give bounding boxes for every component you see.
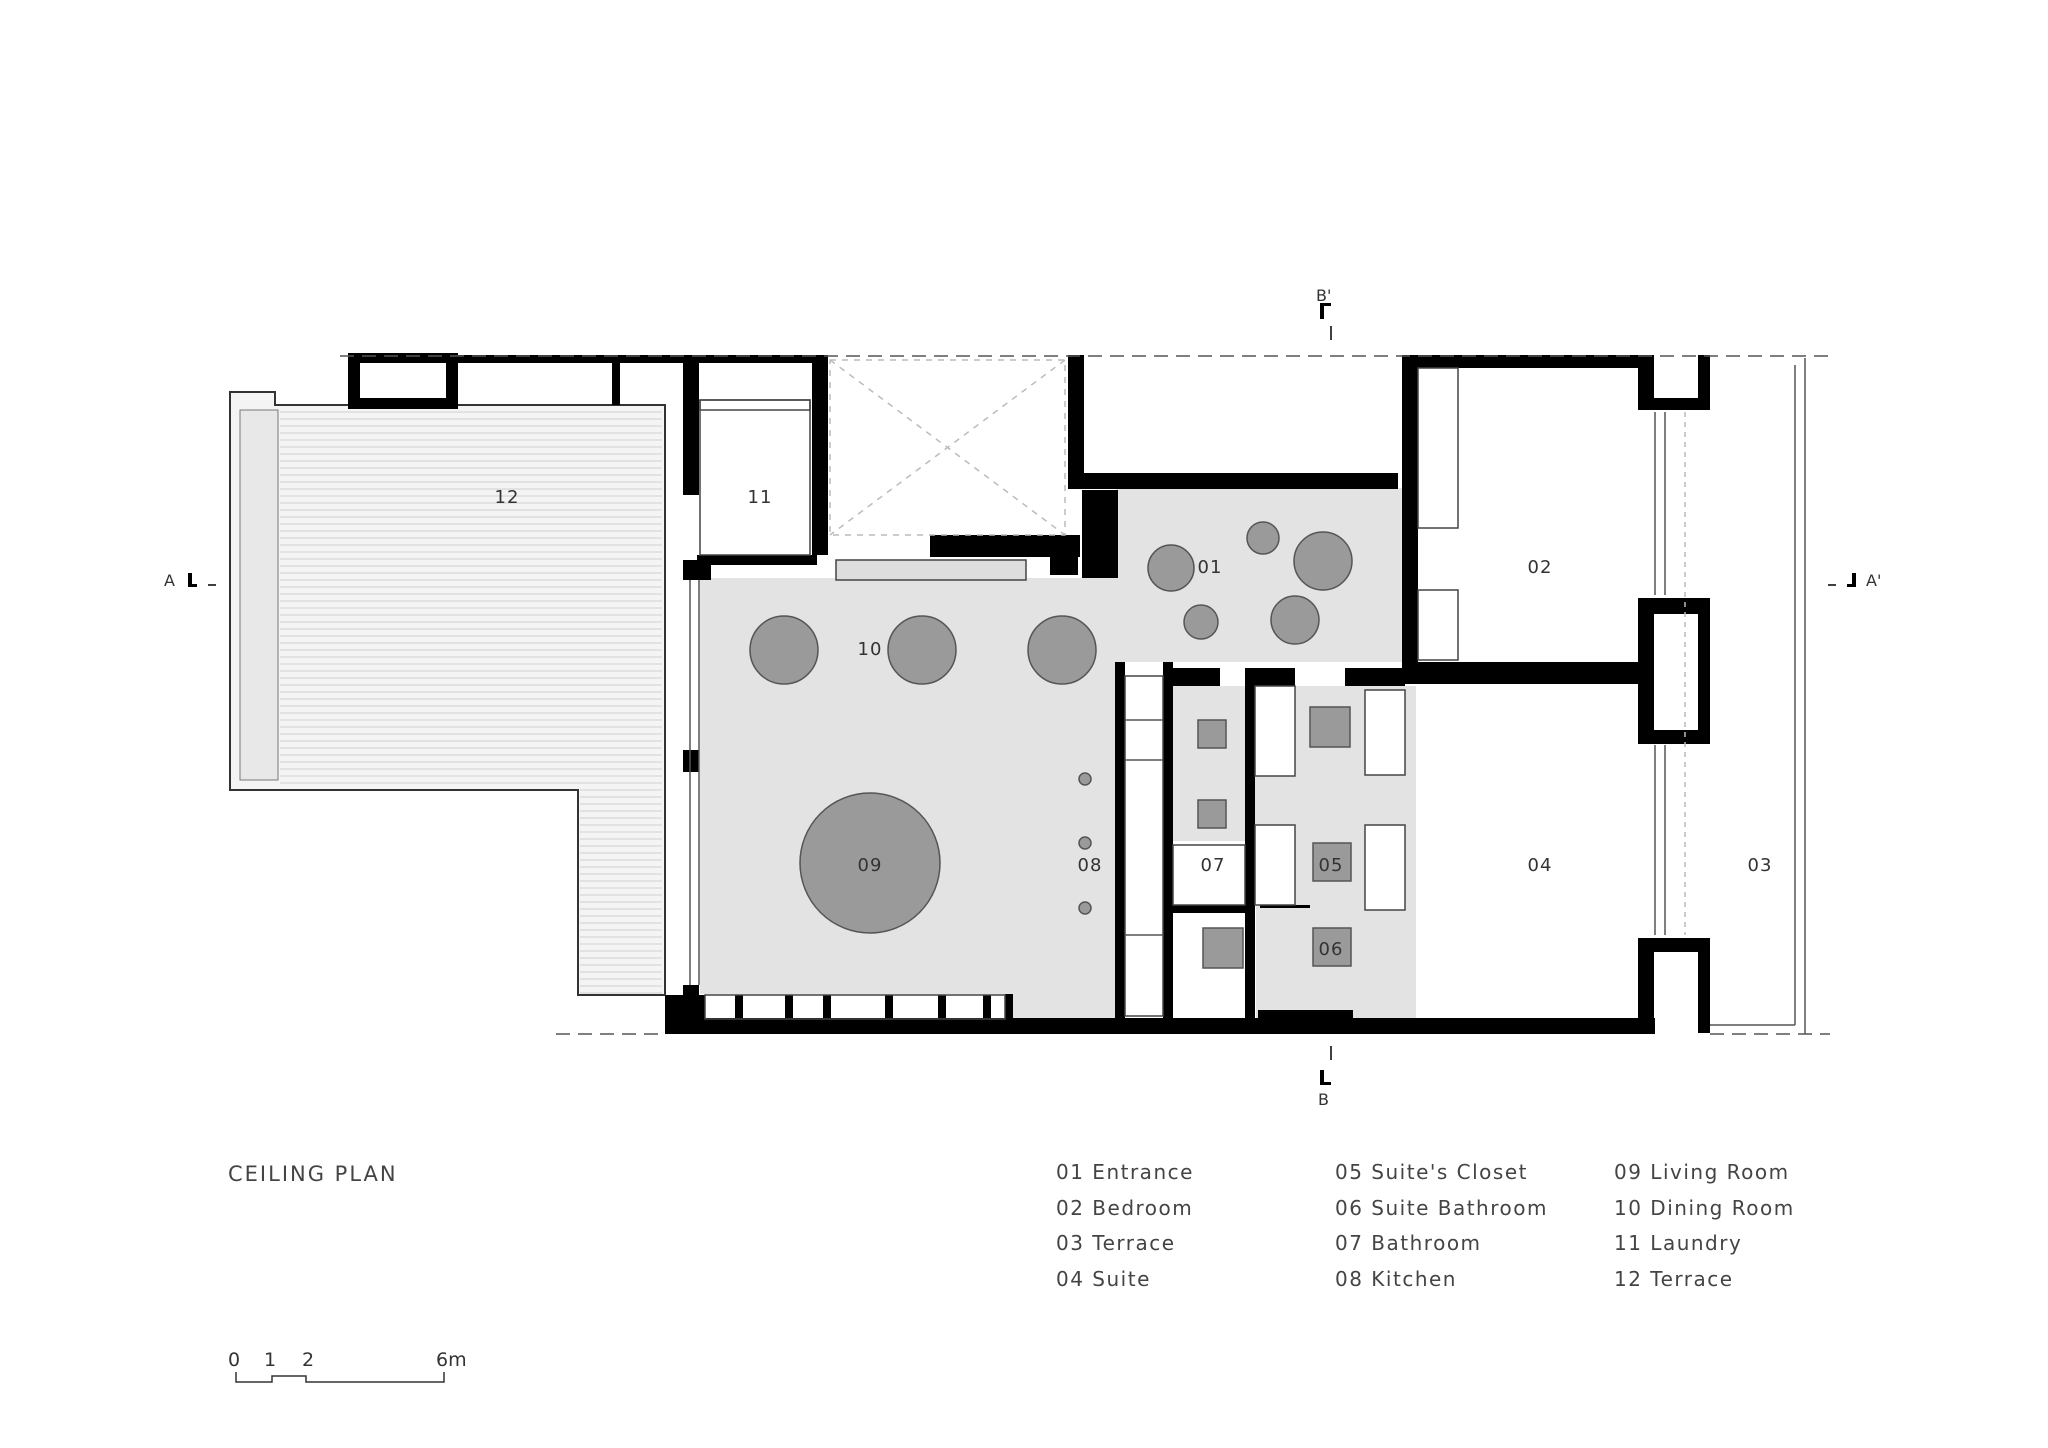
room-label-06: 06 xyxy=(1319,939,1344,960)
section-mark-b-bottom: B xyxy=(1318,1090,1329,1109)
room-label-09: 09 xyxy=(858,855,883,876)
room-label-11: 11 xyxy=(748,487,773,508)
scale-tick-2: 2 xyxy=(302,1349,314,1371)
section-mark-a-left: A xyxy=(164,571,175,590)
legend-item: 07 Bathroom xyxy=(1335,1231,1482,1255)
room-label-05: 05 xyxy=(1319,855,1344,876)
section-mark-b-top: B' xyxy=(1316,286,1331,305)
legend-column-1: 01 Entrance 02 Bedroom 03 Terrace 04 Sui… xyxy=(1056,1160,1194,1302)
legend-column-2: 05 Suite's Closet 06 Suite Bathroom 07 B… xyxy=(1335,1160,1548,1302)
drawing-title: CEILING PLAN xyxy=(228,1162,398,1186)
legend-item: 09 Living Room xyxy=(1614,1160,1790,1184)
section-marks: A A' B' B xyxy=(164,286,1881,1109)
legend-item: 03 Terrace xyxy=(1056,1231,1176,1255)
room-label-02: 02 xyxy=(1528,557,1553,578)
scale-tick-6m: 6m xyxy=(436,1349,467,1371)
legend-item: 05 Suite's Closet xyxy=(1335,1160,1528,1184)
scale-tick-1: 1 xyxy=(264,1349,276,1371)
legend-column-3: 09 Living Room 10 Dining Room 11 Laundry… xyxy=(1614,1160,1795,1302)
room-label-03: 03 xyxy=(1748,855,1773,876)
room-label-01: 01 xyxy=(1198,557,1223,578)
legend-item: 08 Kitchen xyxy=(1335,1266,1457,1291)
scale-bar: 0 1 2 6m xyxy=(228,1349,467,1383)
section-mark-a-right: A' xyxy=(1866,571,1881,590)
legend-item: 04 Suite xyxy=(1056,1266,1151,1291)
room-label-04: 04 xyxy=(1528,855,1553,876)
legend-item: 10 Dining Room xyxy=(1614,1195,1795,1220)
room-label-12: 12 xyxy=(495,487,520,508)
terrace-12-area xyxy=(229,391,666,996)
legend-item: 06 Suite Bathroom xyxy=(1335,1195,1548,1220)
room-label-08: 08 xyxy=(1078,855,1103,876)
linework xyxy=(340,355,1830,1035)
walls xyxy=(348,353,1710,1034)
legend-item: 02 Bedroom xyxy=(1056,1195,1194,1220)
legend-item: 01 Entrance xyxy=(1056,1160,1194,1184)
room-label-07: 07 xyxy=(1201,855,1226,876)
room-label-10: 10 xyxy=(858,639,883,660)
legend-item: 12 Terrace xyxy=(1614,1266,1734,1291)
room-number-labels: 01 02 03 04 05 06 07 08 09 10 11 12 xyxy=(495,487,1773,960)
legend-item: 11 Laundry xyxy=(1614,1231,1743,1255)
light-fixtures xyxy=(749,521,1353,969)
scale-tick-0: 0 xyxy=(228,1349,240,1371)
